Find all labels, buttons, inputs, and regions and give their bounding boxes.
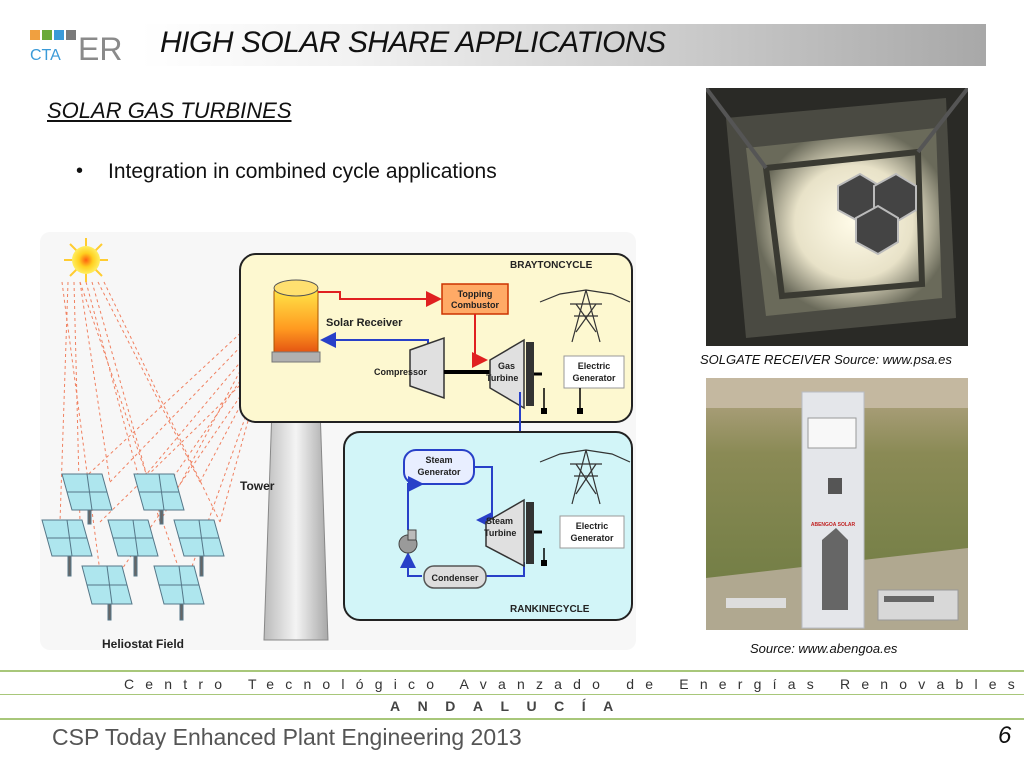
svg-text:CTA: CTA [30,47,61,64]
svg-text:Condenser: Condenser [431,573,479,583]
svg-text:Generator: Generator [572,373,616,383]
heliostat [153,565,205,621]
org-region: ANDALUCÍA [390,698,631,714]
svg-text:ER: ER [78,31,122,66]
combined-cycle-diagram: Heliostat Field Tower BRAYTONCYCLE Solar… [40,232,636,651]
gas-turbine-icon [489,338,525,410]
bullet-text: Integration in combined cycle applicatio… [108,160,497,183]
ctaer-logo: CTA ER [28,26,128,67]
solar-receiver [271,279,321,363]
section-subtitle: SOLAR GAS TURBINES [47,98,292,123]
solgate-receiver-photo [704,86,970,346]
title-bar [140,24,986,66]
power-pylon-icon [539,449,631,505]
org-name: Centro Tecnológico Avanzado de Energías … [124,676,1024,692]
svg-text:Combustor: Combustor [451,300,499,310]
gas-generator-coupling [526,342,534,406]
sun-icon [64,238,108,282]
photo-caption-solgate: SOLGATE RECEIVER Source: www.psa.es [700,352,952,367]
heliostat [81,565,133,621]
heliostat-field [41,473,225,621]
solar-receiver-label: Solar Receiver [326,317,403,329]
heliostat [133,473,185,525]
svg-text:Steam: Steam [425,455,452,465]
combustor-outlet-pipe [472,314,488,368]
svg-text:Steam: Steam [486,516,513,526]
footer-line [0,694,1024,695]
brayton-cycle-label: BRAYTONCYCLE [510,260,593,271]
heliostat [61,473,113,525]
svg-text:Gas: Gas [498,361,515,371]
tower-sign: ABENGOA SOLAR [811,522,856,528]
electric-generator-box [559,515,625,549]
slide-title: HIGH SOLAR SHARE APPLICATIONS [160,26,666,59]
feedwater-pipe [407,476,424,530]
pump-icon [398,529,418,554]
svg-text:Electric: Electric [576,521,609,531]
svg-text:Generator: Generator [570,533,614,543]
heliostat [41,519,93,577]
condensate-pipe [400,552,422,577]
heliostat [173,519,225,577]
svg-text:Compressor: Compressor [374,367,428,377]
steam-pipe [474,466,493,528]
receiver-modules [837,172,917,256]
page-number: 6 [998,722,1012,749]
heliostat-field-label: Heliostat Field [102,637,184,650]
steam-turbine-icon [485,498,525,568]
heliostat [107,519,159,577]
abengoa-tower-photo: ABENGOA SOLAR [706,378,968,630]
rankine-cycle-label: RANKINECYCLE [510,604,590,615]
electric-generator-box [563,355,625,389]
bullet-mark: • [76,160,84,182]
svg-text:Turbine: Turbine [484,528,516,538]
steam-generator-coupling [526,502,534,564]
svg-text:Topping: Topping [458,289,493,299]
compressor-icon [409,336,445,400]
tower-label: Tower [240,479,275,493]
svg-text:Generator: Generator [417,467,461,477]
svg-text:Electric: Electric [578,361,611,371]
condenser [423,565,487,589]
photo-caption-abengoa: Source: www.abengoa.es [750,641,898,656]
footer-line [0,718,1024,720]
footer-text: CSP Today Enhanced Plant Engineering 201… [52,724,522,750]
hot-air-pipe [318,291,442,307]
footer-line [0,670,1024,672]
topping-combustor [441,283,509,315]
power-pylon-icon [539,289,631,343]
svg-text:Turbine: Turbine [486,373,518,383]
